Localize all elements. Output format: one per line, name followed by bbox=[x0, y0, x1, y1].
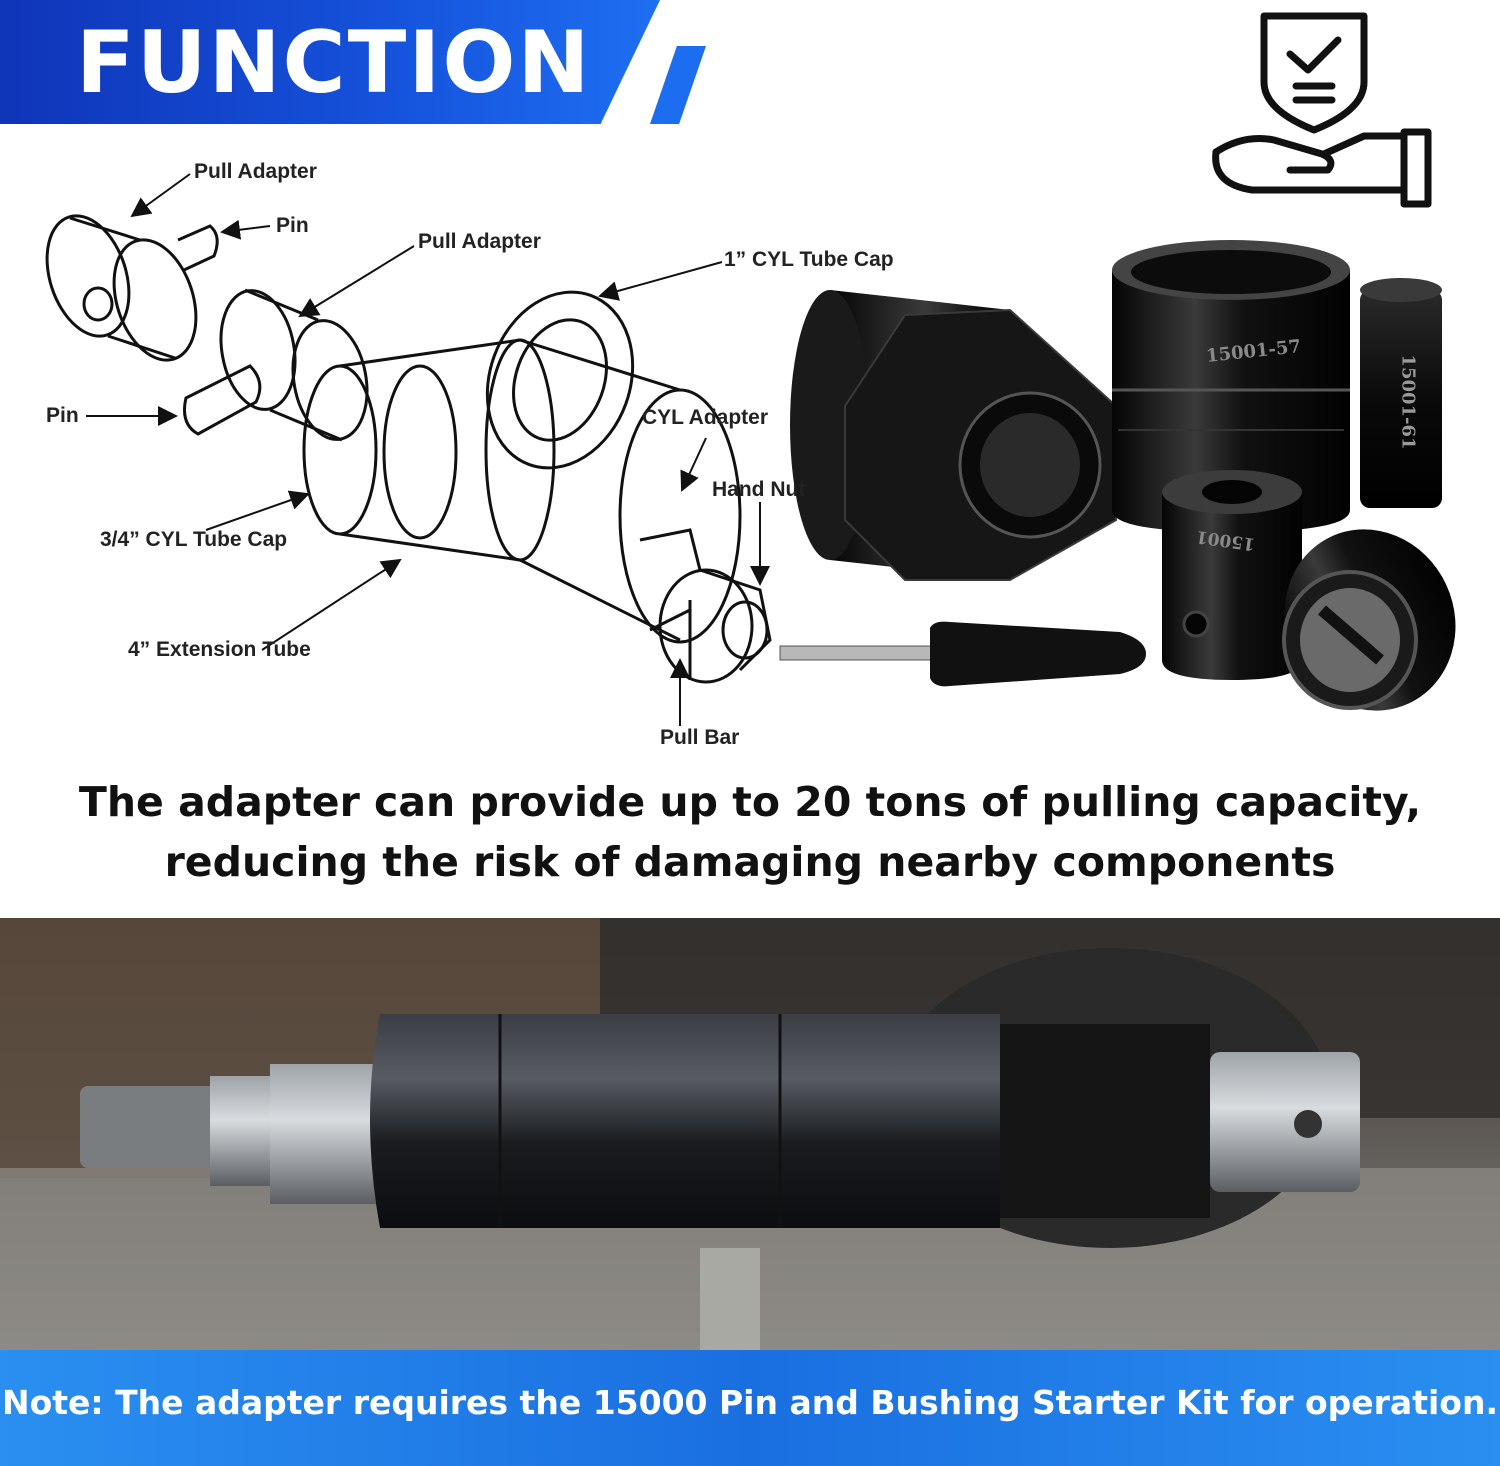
page-title: FUNCTION bbox=[76, 13, 592, 113]
hex-cylinder-adapter-part bbox=[790, 290, 1117, 581]
label-pull-adapter-middle: Pull Adapter bbox=[418, 230, 541, 253]
small-adapter-part bbox=[1162, 470, 1302, 680]
part-number-ring: 15001-61 bbox=[1397, 354, 1419, 450]
label-pin-left: Pin bbox=[46, 404, 79, 427]
label-3-4in-cyl-tube-cap: 3/4” CYL Tube Cap bbox=[100, 528, 288, 551]
label-pull-adapter-top: Pull Adapter bbox=[194, 160, 317, 183]
label-1in-cyl-tube-cap: 1” CYL Tube Cap bbox=[724, 248, 894, 271]
headline-line-2: reducing the risk of damaging nearby com… bbox=[164, 838, 1336, 886]
pull-bar-handle-part bbox=[779, 621, 1146, 687]
shield-check-hand-icon bbox=[1204, 2, 1436, 214]
banner-accent-stripe bbox=[650, 46, 706, 124]
angled-pull-adapter-part bbox=[1282, 529, 1456, 711]
headline: The adapter can provide up to 20 tons of… bbox=[0, 772, 1500, 892]
label-4in-extension-tube: 4” Extension Tube bbox=[128, 638, 311, 661]
exploded-parts-diagram: Pull Adapter Pin Pull Adapter 1” CYL Tub… bbox=[0, 140, 1500, 760]
usage-photo bbox=[0, 918, 1500, 1350]
ring-part bbox=[1360, 278, 1442, 508]
note-text: Note: The adapter requires the 15000 Pin… bbox=[1, 1383, 1498, 1422]
header-banner bbox=[0, 0, 660, 124]
note-bar: Note: The adapter requires the 15000 Pin… bbox=[0, 1350, 1500, 1466]
label-hand-nut: Hand Nut bbox=[712, 478, 806, 501]
headline-line-1: The adapter can provide up to 20 tons of… bbox=[78, 778, 1422, 826]
label-cyl-adapter: CYL Adapter bbox=[642, 406, 769, 429]
large-sleeve-part bbox=[1112, 240, 1350, 532]
label-pull-bar: Pull Bar bbox=[660, 726, 740, 749]
label-pin-top: Pin bbox=[276, 214, 309, 237]
